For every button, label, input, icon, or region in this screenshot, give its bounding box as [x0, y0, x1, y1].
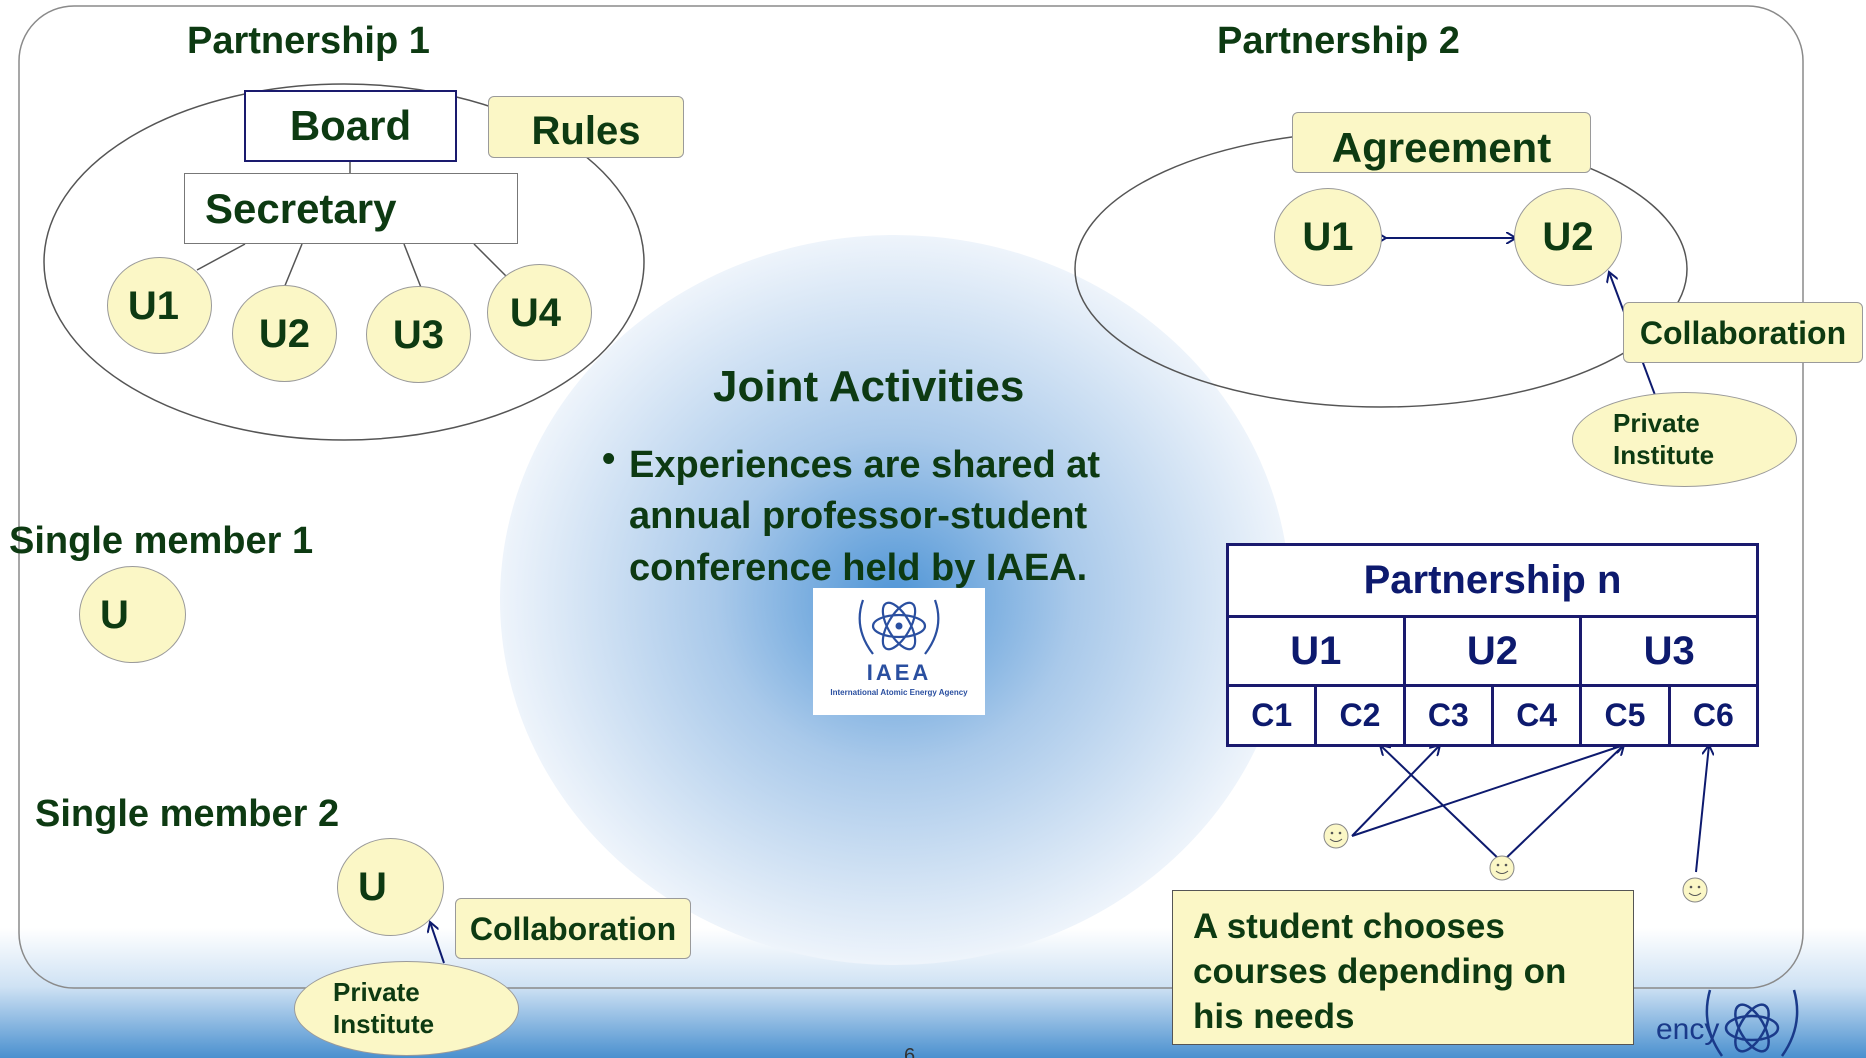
student-icon [1323, 823, 1349, 849]
university-node: U1 [107, 257, 212, 354]
private-institute-node: Private Institute [294, 961, 519, 1056]
private-institute-node: Private Institute [1572, 392, 1797, 487]
single-member1-title: Single member 1 [9, 520, 314, 562]
course-cell: C4 [1490, 684, 1583, 747]
university-node: U4 [487, 264, 592, 361]
iaea-emblem-icon [1705, 989, 1799, 1057]
partnership2-title: Partnership 2 [1217, 20, 1460, 62]
student-icon [1489, 855, 1515, 881]
course-cell: C1 [1225, 684, 1318, 747]
university-node: U2 [1514, 188, 1622, 286]
rules-label: Rules [531, 109, 641, 153]
iaea-logo: IAEA International Atomic Energy Agency [813, 588, 985, 715]
student-icon [1682, 877, 1708, 903]
course-cell: C3 [1402, 684, 1494, 747]
footer-agency-text: ency [1656, 1013, 1720, 1046]
bullet-icon: • [602, 438, 616, 480]
board-box: Board [244, 90, 457, 162]
course-cell: C2 [1314, 684, 1406, 747]
rules-box: Rules [488, 96, 684, 158]
secretary-label: Secretary [205, 184, 397, 232]
course-cell: C6 [1667, 684, 1760, 747]
university-node: U [337, 838, 444, 936]
university-node: U1 [1274, 188, 1382, 286]
partnership-n-title: Partnership n [1226, 543, 1759, 618]
university-cell: U1 [1226, 615, 1406, 687]
joint-activities-title: Joint Activities [713, 362, 1025, 411]
agreement-label: Agreement [1331, 123, 1552, 171]
partnership1-ellipse [43, 83, 645, 441]
university-cell: U3 [1579, 615, 1759, 687]
iaea-atom-icon [858, 599, 940, 655]
university-cell: U2 [1402, 615, 1583, 687]
single-member2-title: Single member 2 [35, 793, 340, 835]
collaboration-box: Collaboration [455, 898, 691, 959]
joint-activities-bullet: • Experiences are shared at annual profe… [602, 438, 1101, 589]
student-note-box: A student chooses courses depending on h… [1172, 890, 1634, 1045]
outer-frame [18, 5, 1804, 989]
collaboration-box: Collaboration [1623, 302, 1863, 363]
student-note-text: A student chooses courses depending on h… [1193, 907, 1567, 1036]
university-node: U [79, 566, 186, 663]
university-node: U3 [366, 286, 471, 383]
partnership-n-table: Partnership n U1 U2 U3 C1 C2 C3 C4 C5 C6 [1225, 543, 1760, 747]
agreement-box: Agreement [1292, 112, 1591, 173]
secretary-box: Secretary [184, 173, 518, 244]
university-node: U2 [232, 285, 337, 382]
board-label: Board [289, 102, 412, 149]
partnership1-title: Partnership 1 [187, 20, 430, 62]
page-number: 6 [904, 1045, 916, 1058]
collaboration-label: Collaboration [1639, 314, 1847, 351]
course-cell: C5 [1579, 684, 1671, 747]
